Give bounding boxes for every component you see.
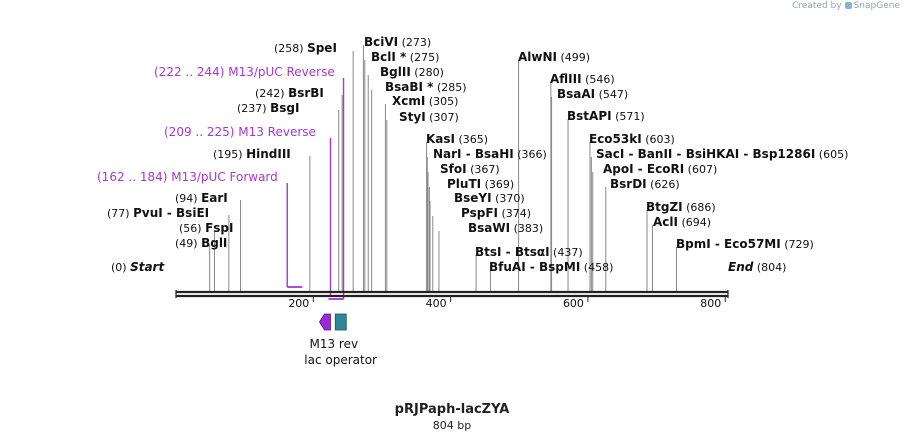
- snapgene-text: SnapGene: [853, 1, 900, 11]
- site-label: BpmI - Eco57MI (729): [676, 237, 814, 251]
- feature-lac-operator-box: [334, 313, 347, 331]
- site-label: BstAPI (571): [567, 109, 645, 123]
- primer-label: (222 .. 244) M13/pUC Reverse: [154, 65, 335, 79]
- site-label: BsaAI (547): [557, 87, 628, 101]
- feature-label-m13-rev: M13 rev: [309, 337, 358, 351]
- site-label: BsrDI (626): [610, 177, 680, 191]
- site-label: NarI - BsaHI (366): [433, 147, 547, 161]
- snapgene-logo-icon: [844, 2, 852, 9]
- site-label: (258) SpeI: [274, 41, 337, 55]
- site-label: BtgZI (686): [646, 200, 716, 214]
- site-label: SacI - BanII - BsiHKAI - Bsp1286I (605): [596, 147, 848, 161]
- site-label: PspFI (374): [461, 206, 531, 220]
- site-label: (49) BglI: [175, 236, 227, 250]
- ruler-tick-label: 200: [288, 297, 309, 310]
- feature-label-lac-operator: lac operator: [304, 353, 377, 367]
- site-label: BsaBI * (285): [385, 80, 467, 94]
- ruler-tick-label: 800: [700, 297, 721, 310]
- site-label: Eco53kI (603): [589, 132, 675, 146]
- site-label: AflIII (546): [550, 72, 615, 86]
- site-label: (237) BsgI: [237, 101, 299, 115]
- site-label: KasI (365): [426, 132, 488, 146]
- site-label: (94) EarI: [175, 191, 228, 205]
- created-by-text: Created by: [792, 1, 842, 11]
- site-label: BfuAI - BspMI (458): [489, 260, 613, 274]
- site-label: BclI * (275): [371, 50, 439, 64]
- site-label: (56) FspI: [179, 221, 233, 235]
- primer-label: (209 .. 225) M13 Reverse: [164, 125, 316, 139]
- feature-m13-rev-arrow: [319, 313, 331, 331]
- construct-title: pRJPaph-lacZYA: [394, 402, 510, 417]
- site-label: AlwNI (499): [518, 50, 590, 64]
- site-label: BglII (280): [380, 65, 444, 79]
- site-label: PluTI (369): [447, 177, 514, 191]
- site-label: (195) HindIII: [213, 147, 291, 161]
- site-label: BsaWI (383): [468, 221, 543, 235]
- ruler-tick-label: 400: [426, 297, 447, 310]
- site-label: ApoI - EcoRI (607): [603, 162, 717, 176]
- site-label: StyI (307): [399, 110, 459, 124]
- site-label: AclI (694): [653, 215, 711, 229]
- site-label: BseYI (370): [454, 191, 525, 205]
- site-label: BtsI - BtsαI (437): [475, 245, 583, 259]
- primer-label: (162 .. 184) M13/pUC Forward: [97, 170, 278, 184]
- construct-length: 804 bp: [432, 419, 472, 432]
- site-label: SfoI (367): [440, 162, 500, 176]
- site-label: (0) Start: [111, 260, 165, 274]
- site-label: (77) PvuI - BsiEI: [107, 206, 209, 220]
- site-label: End (804): [728, 260, 786, 274]
- snapgene-brand: Created by SnapGene: [792, 1, 900, 11]
- site-label: XcmI (305): [392, 94, 458, 108]
- site-label: BciVI (273): [364, 35, 431, 49]
- site-label: (242) BsrBI: [255, 86, 324, 100]
- ruler-tick-label: 600: [563, 297, 584, 310]
